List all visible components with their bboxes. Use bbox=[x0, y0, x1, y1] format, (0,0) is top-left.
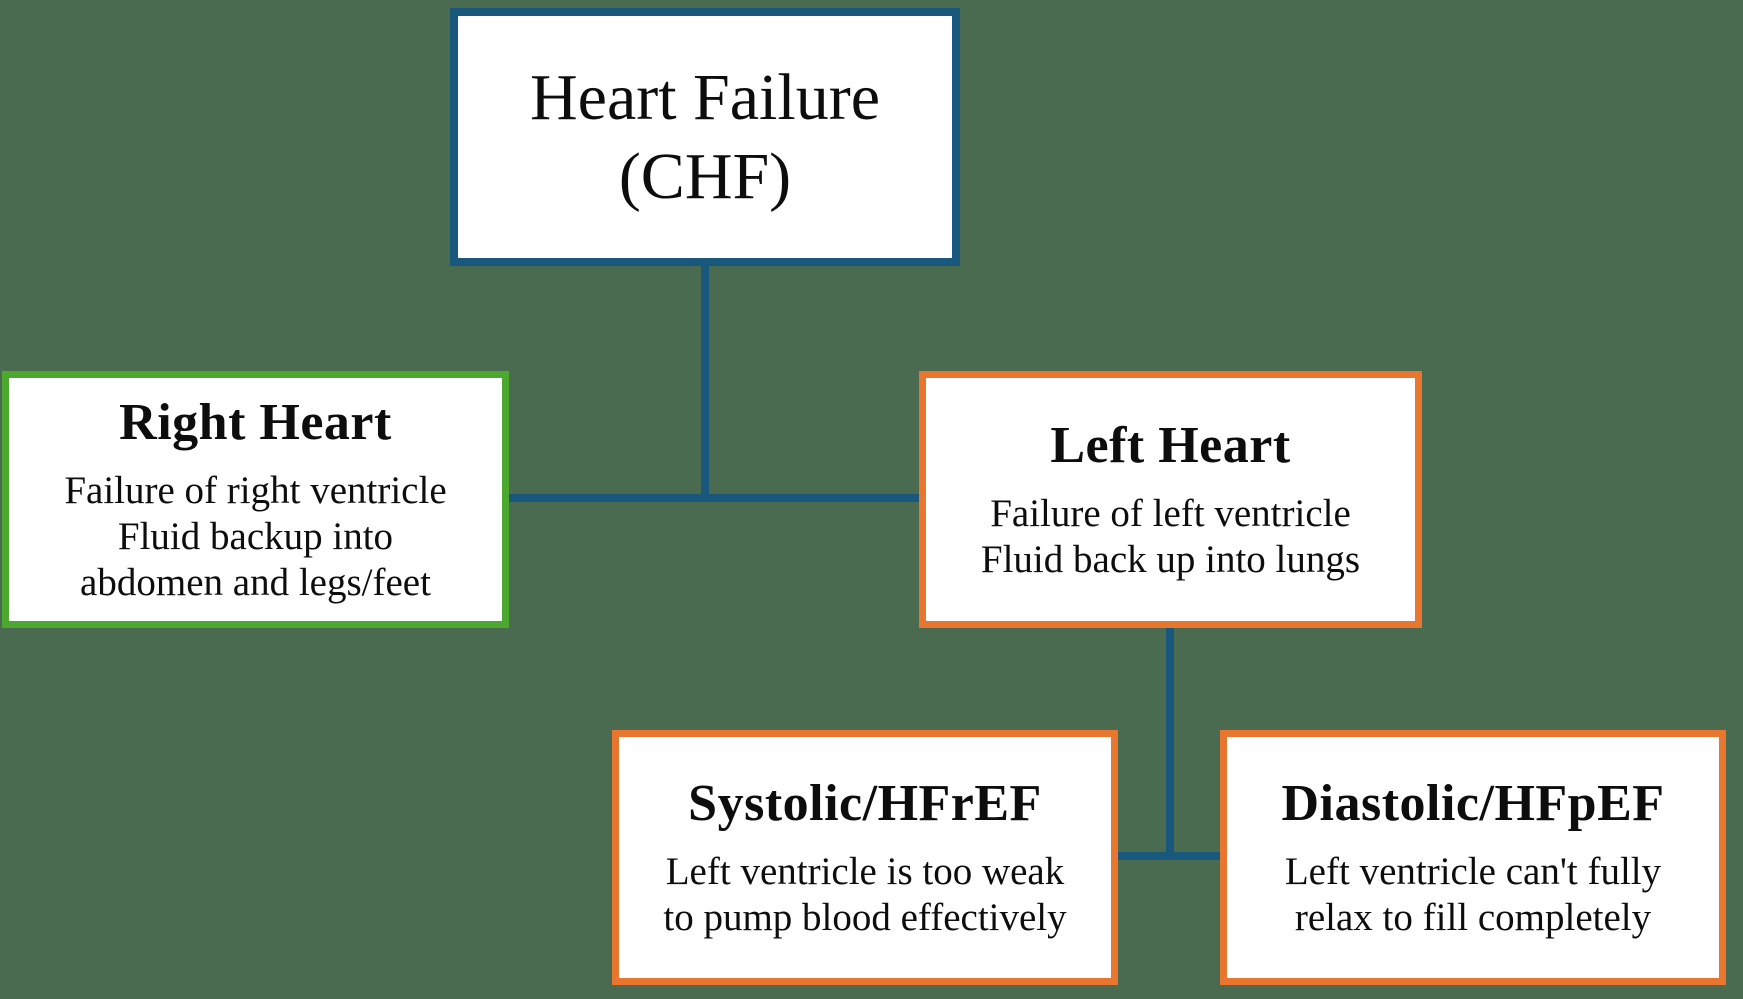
node-heart-failure-title-line2: (CHF) bbox=[618, 140, 792, 213]
node-systolic-hfref-title: Systolic/HFrEF bbox=[688, 774, 1042, 832]
node-left-heart: Left Heart Failure of left ventricle Flu… bbox=[919, 371, 1422, 628]
node-systolic-hfref: Systolic/HFrEF Left ventricle is too wea… bbox=[612, 730, 1118, 985]
node-right-heart-body: Failure of right ventricle Fluid backup … bbox=[64, 468, 446, 606]
node-right-heart: Right Heart Failure of right ventricle F… bbox=[2, 371, 509, 628]
node-heart-failure: Heart Failure (CHF) bbox=[450, 8, 960, 266]
node-diastolic-hfpef: Diastolic/HFpEF Left ventricle can't ful… bbox=[1220, 730, 1726, 985]
node-diastolic-hfpef-title: Diastolic/HFpEF bbox=[1281, 774, 1665, 832]
node-right-heart-body-line2: Fluid backup into bbox=[117, 515, 394, 559]
node-left-heart-title: Left Heart bbox=[1050, 416, 1291, 474]
node-systolic-hfref-body: Left ventricle is too weak to pump blood… bbox=[663, 849, 1066, 941]
connector-chf-stem-vertical bbox=[701, 263, 709, 502]
node-right-heart-body-line1: Failure of right ventricle bbox=[64, 469, 447, 513]
node-right-heart-title: Right Heart bbox=[119, 393, 392, 451]
connector-right-left-crossbar bbox=[509, 494, 919, 502]
connector-left-heart-stem-vertical bbox=[1166, 626, 1174, 860]
node-systolic-hfref-body-line1: Left ventricle is too weak bbox=[665, 850, 1065, 894]
node-diastolic-hfpef-body: Left ventricle can't fully relax to fill… bbox=[1285, 849, 1661, 941]
node-left-heart-body-line2: Fluid back up into lungs bbox=[980, 538, 1361, 582]
node-diastolic-hfpef-body-line1: Left ventricle can't fully bbox=[1284, 850, 1662, 894]
node-diastolic-hfpef-body-line2: relax to fill completely bbox=[1294, 896, 1652, 940]
node-left-heart-body: Failure of left ventricle Fluid back up … bbox=[981, 491, 1360, 583]
node-heart-failure-title-line1: Heart Failure bbox=[529, 60, 880, 134]
node-left-heart-body-line1: Failure of left ventricle bbox=[990, 492, 1351, 536]
node-right-heart-body-line3: abdomen and legs/feet bbox=[80, 561, 431, 605]
node-systolic-hfref-body-line2: to pump blood effectively bbox=[663, 896, 1067, 940]
connector-systolic-diastolic-crossbar bbox=[1118, 852, 1220, 860]
